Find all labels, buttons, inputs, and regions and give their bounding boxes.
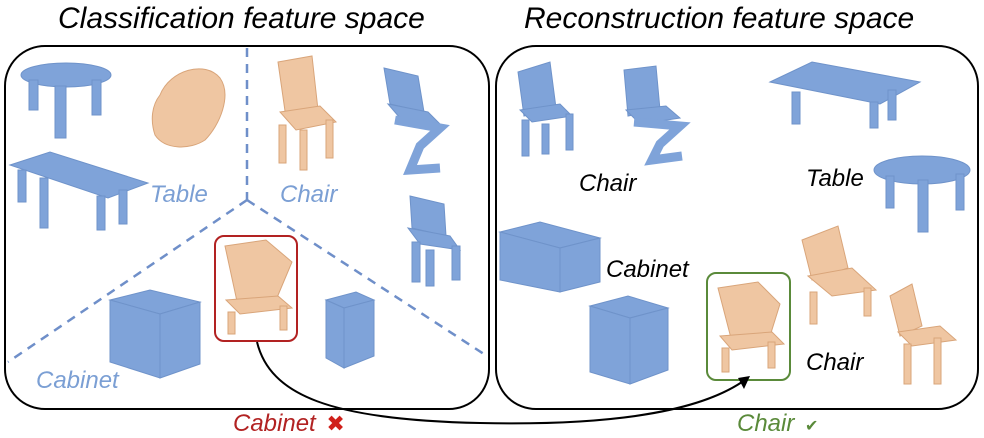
recon-chair-label-top: Chair: [579, 170, 637, 197]
blue-cabinet-cloud: [108, 289, 202, 379]
recon-cabinet-label: Cabinet: [606, 256, 689, 283]
recon-long-table-cloud: [768, 61, 922, 129]
orange-warped-chair-cloud: [151, 68, 226, 148]
correct-prediction-text: Chair: [737, 410, 795, 437]
arrow-head: [738, 376, 750, 389]
chair-region-label: Chair: [280, 181, 338, 208]
recon-chair-label-bottom: Chair: [806, 349, 864, 376]
classification-space-frame: [4, 45, 490, 410]
wrong-prediction-label: Cabinet ✖: [233, 410, 345, 438]
cross-icon: ✖: [326, 411, 345, 436]
table-region-label: Table: [150, 181, 208, 208]
reconstruction-space-frame: [495, 45, 979, 410]
recon-chair-1-cloud: [517, 61, 574, 157]
reconstruction-space-title: Reconstruction feature space: [524, 2, 915, 35]
recon-orange-chair-2-cloud: [889, 283, 958, 385]
blue-stand-cloud: [324, 291, 376, 369]
reconstructed-chair-box: [706, 272, 791, 381]
class-divider-lines: [7, 48, 488, 364]
recon-table-label: Table: [806, 165, 864, 192]
misclassified-chair-box: [214, 235, 298, 342]
recon-cabinet-2-cloud: [588, 295, 670, 385]
blue-cantilever-chair-cloud: [383, 67, 450, 175]
wrong-prediction-text: Cabinet: [233, 410, 316, 437]
correct-prediction-label: Chair ✔: [737, 410, 818, 438]
misclassified-chair-cloud: [224, 239, 294, 335]
classification-space-title: Classification feature space: [58, 2, 425, 35]
recon-chair-2-cloud: [623, 65, 691, 166]
orange-chair-cloud: [277, 55, 338, 171]
long-table-cloud: [8, 151, 150, 231]
recon-chair-green-cloud: [717, 281, 786, 373]
round-table-cloud: [20, 62, 112, 139]
recon-cabinet-1-cloud: [498, 221, 602, 293]
cabinet-region-label: Cabinet: [36, 367, 119, 394]
blue-chair-cloud: [406, 195, 462, 287]
recon-orange-chair-1-cloud: [801, 225, 878, 325]
check-icon: ✔: [805, 418, 819, 435]
transition-arrow: [256, 341, 743, 425]
recon-round-table-cloud: [873, 155, 971, 233]
